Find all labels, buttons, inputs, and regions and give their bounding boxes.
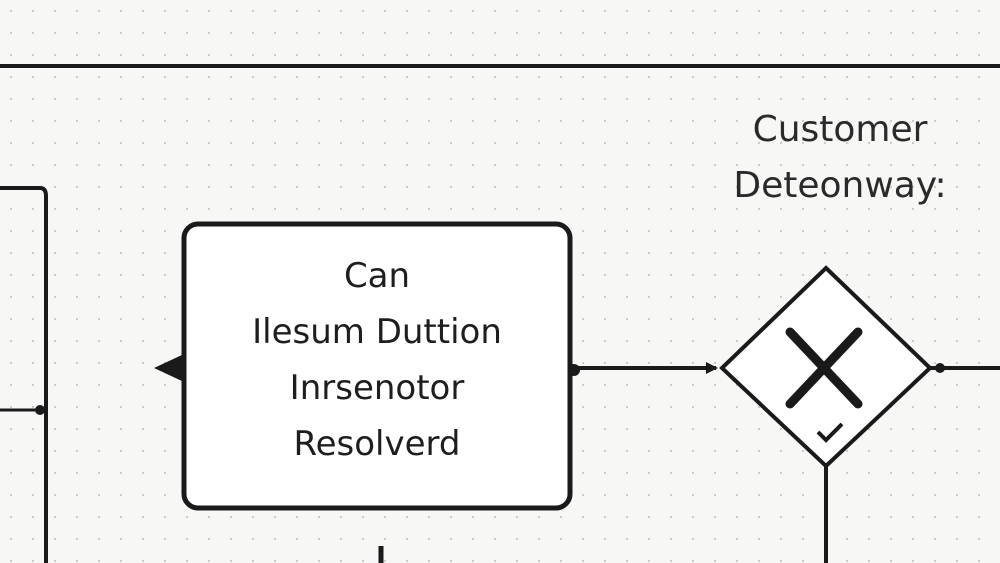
task-label-line-3: Inrsenotor: [289, 368, 465, 408]
task-label: Can Ilesum Duttion Inrsenotor Resolverd: [188, 248, 566, 472]
left-connector-dot: [35, 405, 45, 415]
task-label-line-1: Can: [343, 256, 411, 296]
gateway-label-line-1: Customer: [752, 109, 928, 150]
task-label-line-2: Ilesum Duttion: [252, 312, 502, 352]
gateway-label: Customer Deteonway:: [700, 102, 980, 214]
left-partial-shape: [0, 186, 48, 563]
x-icon: [785, 327, 863, 409]
gateway-right-dot: [935, 363, 945, 373]
task-label-line-4: Resolverd: [293, 424, 461, 464]
task-left-arrowhead: [154, 354, 184, 382]
gateway-check-icon: [816, 422, 844, 443]
gateway-label-line-2: Deteonway:: [733, 165, 947, 206]
